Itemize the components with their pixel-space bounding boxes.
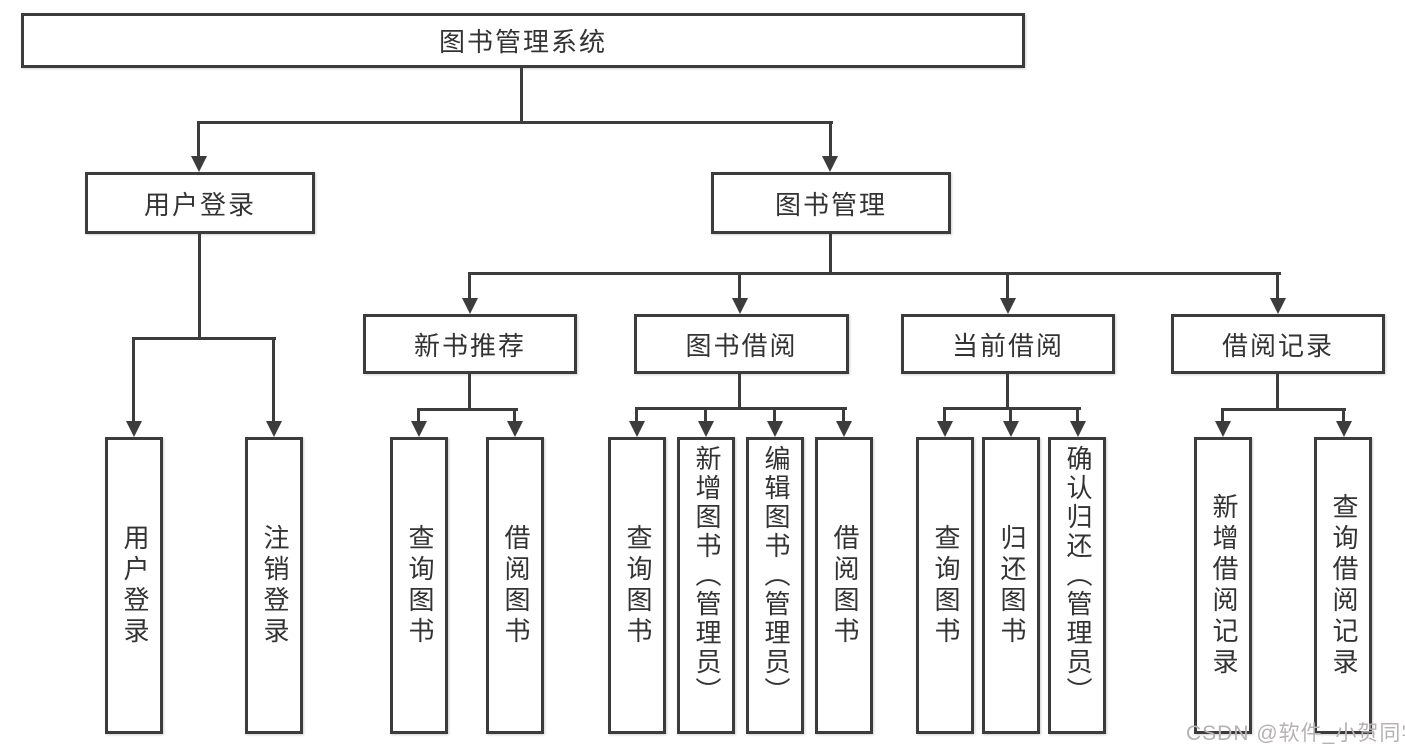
leaf-recommend-borrow-books-label: 借阅图书	[500, 523, 531, 648]
connector-line	[943, 407, 1081, 410]
leaf-return-books-label: 归还图书	[996, 523, 1027, 648]
connector-line	[513, 408, 516, 423]
connector-line	[197, 121, 200, 157]
leaf-borrow-query-books-label: 查询图书	[622, 523, 653, 648]
leaf-logout: 注销登录	[245, 437, 303, 734]
leaf-logout-label: 注销登录	[259, 523, 290, 648]
connector-arrow	[836, 421, 852, 437]
connector-line	[738, 374, 741, 410]
connector-arrow	[1215, 421, 1231, 437]
connector-line	[417, 408, 518, 411]
leaf-add-books-admin: 新增图书（管理员）	[677, 437, 735, 734]
connector-arrow	[767, 421, 783, 437]
leaf-user-login-label: 用户登录	[119, 523, 150, 648]
connector-line	[198, 234, 201, 340]
connector-line	[842, 407, 845, 423]
connector-line	[468, 272, 1281, 275]
node-book-management-label: 图书管理	[774, 189, 887, 220]
connector-arrow	[822, 156, 838, 172]
leaf-current-query-books-label: 查询图书	[930, 523, 961, 648]
node-new-book-recommend: 新书推荐	[363, 314, 577, 374]
node-borrow-records: 借阅记录	[1171, 314, 1385, 374]
connector-line	[520, 68, 523, 124]
node-book-management: 图书管理	[711, 172, 951, 234]
leaf-borrow-query-books: 查询图书	[608, 437, 666, 734]
leaf-add-borrow-record-label: 新增借阅记录	[1208, 492, 1239, 679]
connector-arrow	[1070, 421, 1086, 437]
connector-arrow	[266, 421, 282, 437]
connector-line	[1221, 408, 1346, 411]
node-user-login: 用户登录	[85, 172, 315, 234]
connector-line	[1006, 272, 1009, 301]
connector-line	[1006, 374, 1009, 410]
leaf-borrow-books: 借阅图书	[815, 437, 873, 734]
leaf-query-borrow-record-label: 查询借阅记录	[1328, 492, 1359, 679]
connector-line	[1276, 374, 1279, 411]
connector-line	[468, 272, 471, 301]
connector-arrow	[191, 156, 207, 172]
leaf-confirm-return-admin: 确认归还（管理员）	[1048, 437, 1106, 734]
connector-line	[272, 337, 275, 421]
leaf-recommend-query-books: 查询图书	[390, 437, 448, 734]
leaf-borrow-books-label: 借阅图书	[829, 523, 860, 648]
connector-line	[197, 121, 833, 124]
connector-line	[704, 407, 707, 423]
leaf-confirm-return-admin-label: 确认归还（管理员）	[1062, 445, 1093, 706]
connector-line	[829, 121, 832, 157]
node-borrow-records-label: 借阅记录	[1221, 330, 1334, 361]
connector-line	[132, 337, 135, 421]
connector-arrow	[937, 421, 953, 437]
connector-line	[132, 337, 276, 340]
leaf-add-books-admin-label: 新增图书（管理员）	[691, 445, 722, 706]
connector-arrow	[507, 421, 523, 437]
leaf-recommend-borrow-books: 借阅图书	[486, 437, 544, 734]
node-user-login-label: 用户登录	[143, 189, 256, 220]
connector-line	[635, 407, 847, 410]
node-new-book-recommend-label: 新书推荐	[413, 330, 526, 361]
connector-line	[1076, 407, 1079, 423]
leaf-recommend-query-books-label: 查询图书	[404, 523, 435, 648]
connector-line	[773, 407, 776, 423]
leaf-query-borrow-record: 查询借阅记录	[1314, 437, 1372, 734]
connector-arrow	[126, 421, 142, 437]
connector-line	[1221, 408, 1224, 423]
leaf-add-borrow-record: 新增借阅记录	[1194, 437, 1252, 734]
connector-line	[1009, 407, 1012, 423]
connector-line	[943, 407, 946, 423]
connector-line	[1276, 272, 1279, 301]
connector-arrow	[411, 421, 427, 437]
watermark: CSDN @软件_小贺同学	[1186, 722, 1405, 745]
node-current-borrow-label: 当前借阅	[951, 330, 1064, 361]
connector-arrow	[698, 421, 714, 437]
connector-arrow	[1336, 421, 1352, 437]
node-root-label: 图书管理系统	[438, 27, 607, 57]
connector-line	[417, 408, 420, 423]
node-root: 图书管理系统	[21, 13, 1025, 68]
leaf-current-query-books: 查询图书	[916, 437, 974, 734]
connector-arrow	[629, 421, 645, 437]
connector-line	[829, 234, 832, 275]
connector-arrow	[732, 298, 748, 314]
connector-line	[635, 407, 638, 423]
leaf-user-login: 用户登录	[105, 437, 163, 734]
connector-arrow	[1000, 298, 1016, 314]
connector-line	[468, 374, 471, 411]
connector-arrow	[462, 298, 478, 314]
leaf-edit-books-admin-label: 编辑图书（管理员）	[760, 445, 791, 706]
node-book-borrow: 图书借阅	[634, 314, 849, 374]
connector-line	[1342, 408, 1345, 423]
connector-line	[738, 272, 741, 301]
connector-arrow	[1270, 298, 1286, 314]
node-current-borrow: 当前借阅	[901, 314, 1115, 374]
node-book-borrow-label: 图书借阅	[685, 330, 798, 361]
leaf-return-books: 归还图书	[982, 437, 1040, 734]
connector-arrow	[1003, 421, 1019, 437]
leaf-edit-books-admin: 编辑图书（管理员）	[746, 437, 804, 734]
